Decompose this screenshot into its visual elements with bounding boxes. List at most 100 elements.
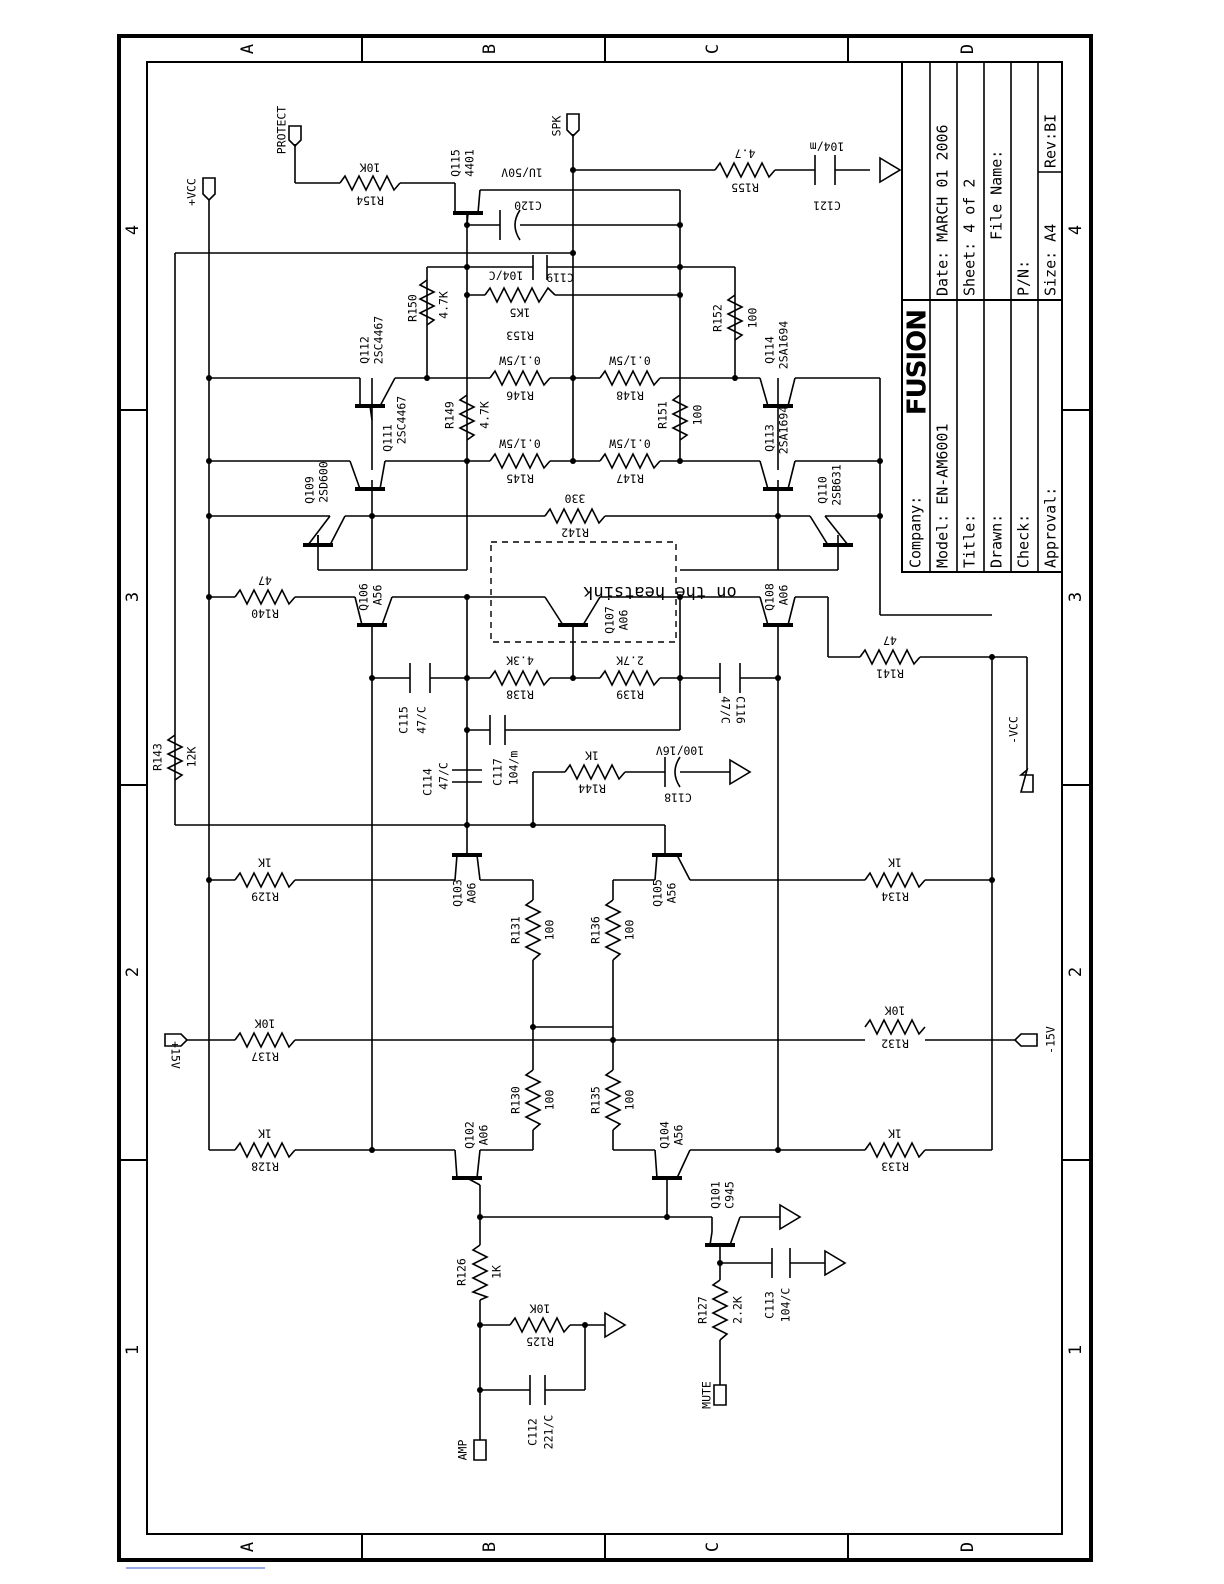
label-c116-ref: C116 (734, 696, 748, 724)
label-c121-ref: C121 (813, 199, 841, 213)
transistor-q103 (452, 853, 482, 881)
label-r154-val: 10K (360, 161, 381, 175)
ports: +VCC PROTECT SPK +15V -VCC -15V AMP MUTE (164, 106, 1058, 1461)
resistor-r152 (726, 294, 744, 341)
transistor-q104 (652, 1149, 691, 1185)
port-v15-neg-label: -15V (1044, 1026, 1058, 1054)
label-q106-part: A56 (371, 585, 385, 606)
label-q102-ref: Q102 (463, 1121, 477, 1149)
label-q108-ref: Q108 (763, 583, 777, 611)
grid-row-right: 1 (1066, 1345, 1086, 1355)
port-vcc-neg-icon (1018, 767, 1034, 793)
grid-col-top: B (480, 44, 500, 54)
label-q110-ref: Q110 (816, 476, 830, 504)
port-v15-neg-icon (1013, 1033, 1038, 1047)
label-r134-val: 1K (888, 856, 902, 870)
ground-symbols (604, 156, 902, 1339)
capacitor-c121 (814, 155, 836, 185)
label-r142-ref: R142 (561, 526, 589, 540)
transistor-q107 (544, 596, 601, 650)
resistor-r155 (714, 161, 776, 179)
label-r147-ref: R147 (616, 472, 644, 486)
label-r141-ref: R141 (876, 667, 904, 681)
label-r127-val: 2.2K (731, 1296, 745, 1324)
ground-icon (604, 1311, 627, 1339)
resistor-r149 (458, 394, 476, 441)
label-q107-ref: Q107 (603, 606, 617, 634)
grid-row-left: 1 (123, 1345, 143, 1355)
label-c114-val: 47/C (437, 762, 451, 790)
port-v15-pos-icon (164, 1033, 189, 1047)
label-r146-ref: R146 (506, 389, 534, 403)
transistor-q109 (303, 515, 346, 547)
ground-icon (729, 758, 752, 786)
resistor-r130 (524, 1069, 542, 1131)
label-q111-ref: Q111 (381, 424, 395, 452)
port-protect-icon (288, 125, 302, 148)
resistor-r134 (864, 871, 926, 889)
label-r136-ref: R136 (589, 916, 603, 944)
capacitor-c119 (532, 255, 548, 280)
label-r145-ref: R145 (506, 472, 534, 486)
resistor-r154 (339, 174, 401, 192)
label-r132-ref: R132 (881, 1037, 909, 1051)
grid-col-bottom: B (480, 1542, 500, 1552)
resistor-r126 (470, 1244, 490, 1301)
label-q104-ref: Q104 (658, 1121, 672, 1149)
label-c115-ref: C115 (397, 706, 411, 734)
resistor-r141 (859, 648, 921, 666)
capacitor-c115 (409, 663, 431, 693)
label-r141-val: 47 (883, 634, 897, 648)
sheet-label: Sheet: 4 of 2 (961, 179, 979, 296)
capacitor-c112 (529, 1375, 546, 1405)
label-q103-part: A06 (465, 883, 479, 904)
port-v15-pos-label: +15V (169, 1041, 183, 1069)
label-r135-val: 100 (623, 1090, 637, 1111)
label-r149-ref: R149 (443, 401, 457, 429)
label-c121-val: 104/m (810, 140, 845, 154)
port-vcc-pos-icon (202, 177, 216, 202)
heatsink-note: on the heatsink (583, 582, 737, 602)
title-block: FUSION Company: Model: EN-AM6001 Title: … (901, 61, 1063, 573)
heatsink-box: on the heatsink (490, 541, 737, 643)
label-r144-ref: R144 (578, 782, 606, 796)
label-r152-val: 100 (746, 308, 760, 329)
label-c117-val: 104/m (507, 751, 521, 786)
label-r155-ref: R155 (731, 181, 759, 195)
label-q110-part: 2SB631 (830, 464, 844, 506)
port-spk-icon (566, 113, 580, 138)
port-mute-label: MUTE (700, 1381, 714, 1409)
transistor-q115 (453, 183, 483, 226)
resistor-r138 (489, 669, 551, 687)
label-r137-val: 10K (255, 1017, 276, 1031)
label-r147-val: 0.1/5W (609, 437, 651, 451)
label-r136-val: 100 (623, 920, 637, 941)
label-q105-part: A56 (665, 883, 679, 904)
capacitor-c120 (499, 209, 521, 241)
label-c113-ref: C113 (763, 1291, 777, 1319)
grid-col-bottom: A (238, 1542, 258, 1552)
resistor-r151 (671, 394, 689, 441)
label-r126-val: 1K (490, 1265, 504, 1279)
capacitor-c117 (489, 715, 506, 745)
label-c113-val: 104/C (779, 1288, 793, 1323)
label-r130-val: 100 (543, 1090, 557, 1111)
size-label: Size: A4 (1042, 224, 1060, 296)
label-c118-ref: C118 (664, 791, 692, 805)
label-c114-ref: C114 (421, 768, 435, 796)
label-c120-ref: C120 (514, 199, 542, 213)
label-r151-ref: R151 (656, 401, 670, 429)
label-r127-ref: R127 (696, 1296, 710, 1324)
label-r139-val: 2.7K (616, 654, 644, 668)
resistor-r148 (599, 369, 661, 387)
label-r125-val: 10K (530, 1302, 551, 1316)
capacitor-c118 (664, 756, 681, 788)
label-r150-val: 4.7K (437, 291, 451, 319)
label-q112-part: 2SC4467 (372, 316, 386, 365)
label-q103-ref: Q103 (451, 879, 465, 907)
capacitor-labels: C120 1U/50V C119 104/C C121 104/m C115 4… (397, 140, 845, 1450)
ground-icon (779, 1203, 802, 1231)
label-r152-ref: R152 (711, 304, 725, 332)
resistor-r132 (864, 1018, 926, 1036)
resistor-r143 (166, 734, 184, 781)
